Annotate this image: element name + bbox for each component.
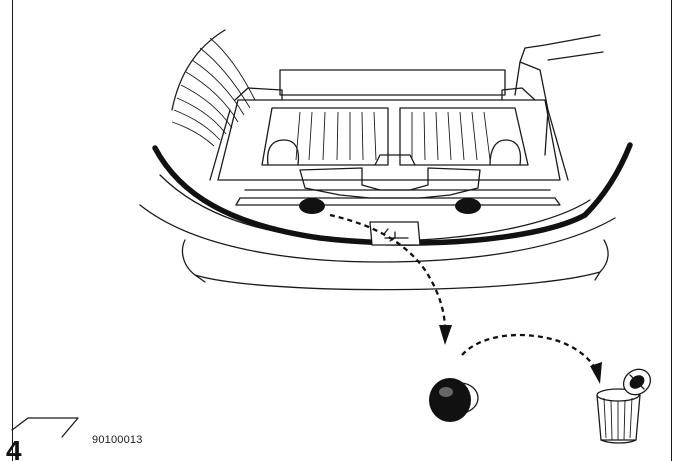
page-corner-mark <box>11 417 79 438</box>
trash-bin-icon <box>596 368 652 444</box>
weatherstrip <box>152 142 633 246</box>
figure-frame <box>12 0 672 461</box>
plug-hole-left <box>299 198 325 214</box>
arrow-head-bin <box>590 362 602 384</box>
left-seat-back <box>171 29 256 147</box>
trunk-floor-panel <box>209 69 569 206</box>
dashed-arrow-dispose <box>461 333 598 371</box>
page-number: 4 <box>6 441 22 461</box>
right-seat-back <box>514 34 604 156</box>
body-edge <box>139 204 616 263</box>
dashed-arrow-removal <box>329 213 447 331</box>
plug-hole-right <box>455 198 481 214</box>
arrow-head-down <box>439 325 452 345</box>
plug-icon <box>429 378 479 422</box>
figure-code: 90100013 <box>92 434 143 446</box>
trunk-latch <box>369 221 421 246</box>
rear-bumper <box>181 239 609 291</box>
